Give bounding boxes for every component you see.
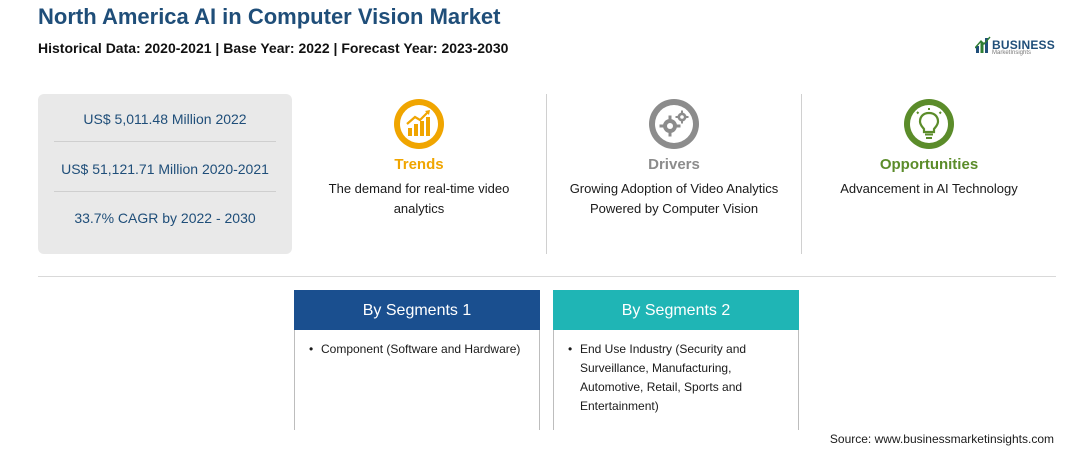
source-note: Source: www.businessmarketinsights.com <box>829 432 1054 446</box>
gears-icon <box>649 99 699 149</box>
opportunities-column: Opportunities Advancement in AI Technolo… <box>802 96 1056 199</box>
opportunities-text: Advancement in AI Technology <box>840 181 1018 196</box>
list-item: • End Use Industry (Security and Surveil… <box>568 340 790 416</box>
segment-1-card: By Segments 1 • Component (Software and … <box>294 290 540 430</box>
trends-title: Trends <box>394 156 444 173</box>
brand-logo: BUSINESS MarketInsights <box>975 36 1065 60</box>
chart-growth-icon <box>394 99 444 149</box>
lightbulb-icon <box>904 99 954 149</box>
stat-cagr: 33.7% CAGR by 2022 - 2030 <box>74 210 256 226</box>
drivers-column: Drivers Growing Adoption of Video Analyt… <box>547 96 801 219</box>
opportunities-title: Opportunities <box>879 156 979 173</box>
segment-2-card: By Segments 2 • End Use Industry (Securi… <box>553 290 799 430</box>
page-subtitle: Historical Data: 2020-2021 | Base Year: … <box>38 40 509 56</box>
trends-text: The demand for real-time video analytics <box>328 181 510 216</box>
market-stats-panel: US$ 5,011.48 Million 2022 US$ 51,121.71 … <box>38 94 292 254</box>
logo-mark-icon <box>975 36 991 53</box>
logo-text: BUSINESS <box>992 38 1055 52</box>
segment-1-body: • Component (Software and Hardware) <box>294 330 540 430</box>
stat-divider <box>54 141 276 142</box>
section-divider <box>38 276 1056 277</box>
bullet-icon: • <box>568 342 573 356</box>
segment-2-header: By Segments 2 <box>553 290 799 330</box>
column-divider <box>801 94 802 254</box>
stat-market-size-2022: US$ 5,011.48 Million 2022 <box>83 111 247 127</box>
stat-historical-size: US$ 51,121.71 Million 2020-2021 <box>61 161 269 177</box>
stat-divider <box>54 191 276 192</box>
segment-1-item-text: Component (Software and Hardware) <box>321 342 521 356</box>
list-item: • Component (Software and Hardware) <box>309 340 531 359</box>
bullet-icon: • <box>309 342 314 356</box>
segment-2-body: • End Use Industry (Security and Surveil… <box>553 330 799 430</box>
segment-1-header: By Segments 1 <box>294 290 540 330</box>
logo-tagline: MarketInsights <box>992 50 1032 56</box>
page-title: North America AI in Computer Vision Mark… <box>38 4 501 29</box>
drivers-text: Growing Adoption of Video Analytics Powe… <box>569 181 779 216</box>
segment-2-item-text: End Use Industry (Security and Surveilla… <box>580 342 747 413</box>
trends-column: Trends The demand for real-time video an… <box>292 96 546 219</box>
column-divider <box>546 94 547 254</box>
drivers-title: Drivers <box>648 156 700 173</box>
